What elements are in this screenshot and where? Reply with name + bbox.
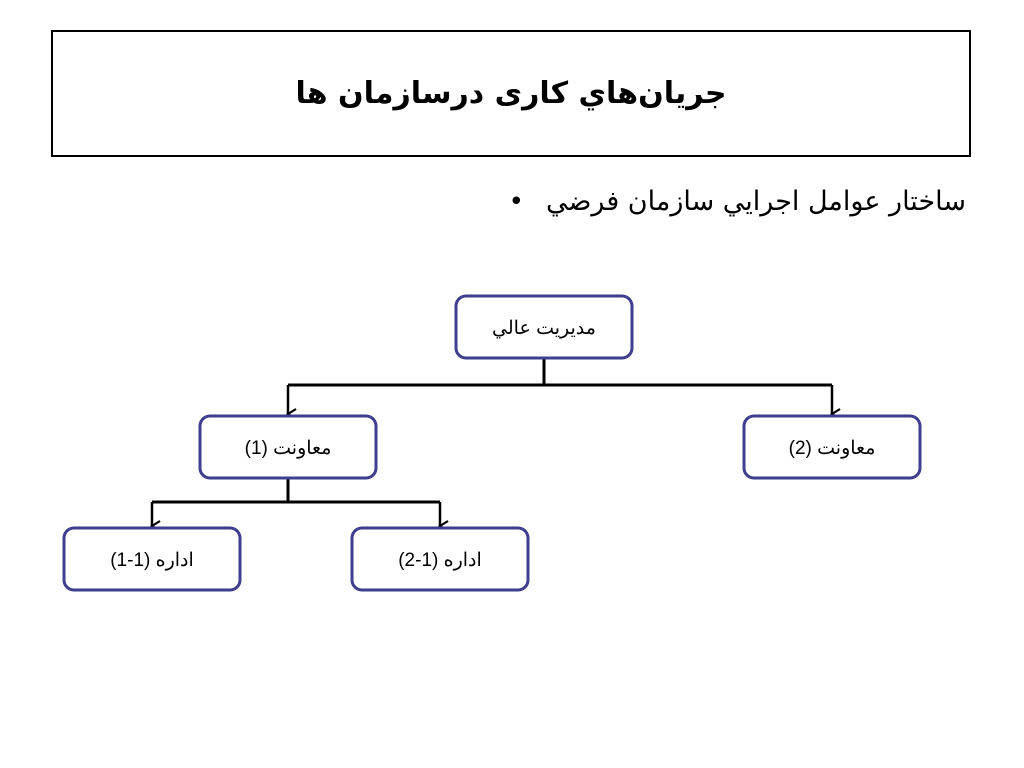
org-node-label: معاونت (2) bbox=[789, 438, 876, 459]
org-node-off11: اداره (1-1) bbox=[62, 526, 242, 592]
org-node-box bbox=[742, 414, 922, 480]
org-node-top: مديريت عالي bbox=[454, 294, 634, 360]
org-node-box bbox=[198, 414, 378, 480]
slide-title: جریان‌هاي کاری درسازمان ها bbox=[295, 75, 727, 111]
connectors bbox=[152, 358, 832, 526]
org-node-label: مديريت عالي bbox=[492, 318, 596, 339]
bullet-dot-icon: • bbox=[508, 186, 524, 217]
org-node-dep2: معاونت (2) bbox=[742, 414, 922, 480]
nodes: مديريت عالي معاونت (1) معاونت (2) اداره (1-… bbox=[62, 294, 922, 592]
bullet-item: • ساختار عوامل اجرايي سازمان فرضي bbox=[509, 188, 966, 215]
org-node-dep1: معاونت (1) bbox=[198, 414, 378, 480]
org-node-box bbox=[454, 294, 634, 360]
org-node-box bbox=[62, 526, 242, 592]
slide-title-box: جریان‌هاي کاری درسازمان ها bbox=[51, 30, 971, 157]
org-node-label: معاونت (1) bbox=[245, 438, 332, 459]
org-node-off12: اداره (1-2) bbox=[350, 526, 530, 592]
org-node-box bbox=[350, 526, 530, 592]
bullet-text: ساختار عوامل اجرايي سازمان فرضي bbox=[545, 186, 966, 217]
org-node-label: اداره (1-1) bbox=[110, 550, 194, 571]
org-node-label: اداره (1-2) bbox=[398, 550, 482, 571]
